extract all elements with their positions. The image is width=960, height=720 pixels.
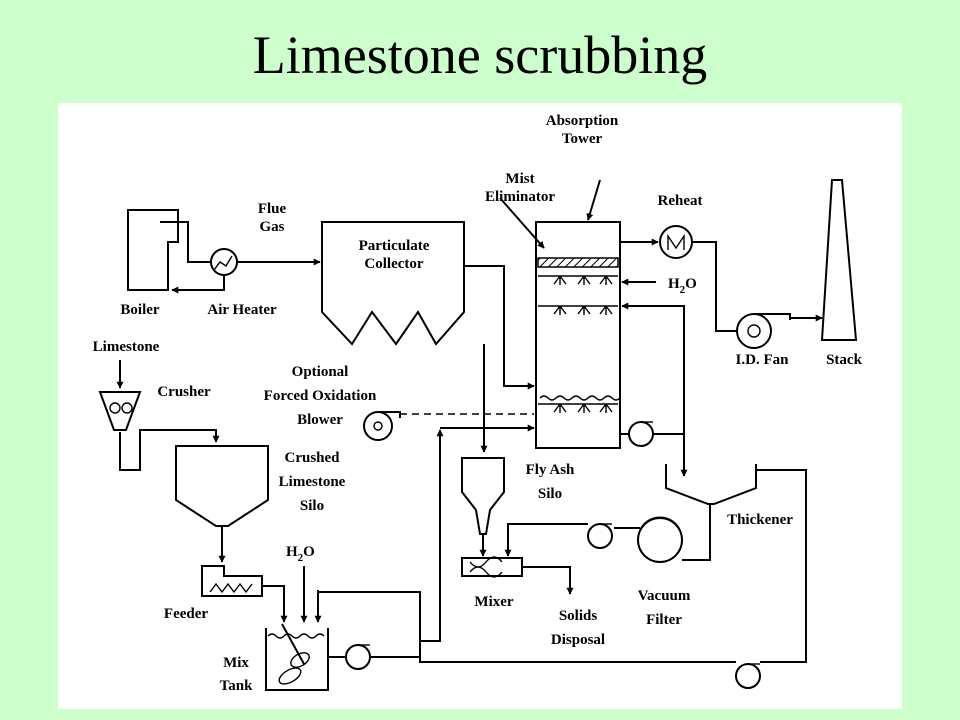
crushed-limestone-silo bbox=[175, 445, 269, 527]
vacuum-filter-label: Vacuum bbox=[638, 588, 691, 604]
mist-eliminator-label: Eliminator bbox=[485, 189, 555, 205]
stack-label: Stack bbox=[826, 352, 862, 368]
flow-line bbox=[420, 429, 444, 642]
absorption-tower-label: Tower bbox=[562, 131, 603, 147]
flue-gas-label: Flue bbox=[258, 201, 287, 217]
flow-line bbox=[187, 250, 211, 263]
fan-icon bbox=[736, 313, 791, 349]
crusher bbox=[98, 391, 142, 431]
flow-line bbox=[522, 566, 574, 595]
fan-icon bbox=[363, 411, 401, 441]
crushed-silo-label: Limestone bbox=[279, 474, 346, 490]
absorption-tower-label: Absorption bbox=[546, 113, 619, 129]
solids-disposal-label: Disposal bbox=[551, 632, 605, 648]
feeder-label: Feeder bbox=[164, 606, 208, 622]
absorption-tower bbox=[535, 221, 621, 449]
crushed-silo-label: Crushed bbox=[284, 450, 340, 466]
boiler-label: Boiler bbox=[120, 302, 159, 318]
fly-ash-silo bbox=[461, 457, 505, 535]
water-label-mix: H2O bbox=[286, 544, 315, 564]
oxidation-blower-label: Blower bbox=[297, 412, 343, 428]
mist-eliminator bbox=[537, 257, 619, 268]
particulate-collector-label: Collector bbox=[364, 256, 423, 272]
flow-line bbox=[419, 657, 736, 663]
pump-icon bbox=[628, 421, 654, 447]
oxidation-blower-label: Forced Oxidation bbox=[264, 388, 377, 404]
stack bbox=[820, 179, 858, 341]
mist-eliminator-label: Mist bbox=[505, 171, 534, 187]
flow-line bbox=[692, 241, 737, 332]
flow-line bbox=[504, 523, 588, 557]
limestone-label: Limestone bbox=[93, 339, 160, 355]
mixer-label: Mixer bbox=[474, 594, 513, 610]
heat-exchanger-icon bbox=[210, 248, 238, 276]
vacuum-filter bbox=[637, 516, 683, 563]
mix-tank bbox=[265, 623, 329, 691]
flow-line bbox=[464, 265, 535, 390]
flow-line bbox=[586, 179, 601, 221]
particulate-collector-label: Particulate bbox=[359, 238, 430, 254]
flow-line bbox=[171, 275, 225, 294]
solids-disposal-label: Solids bbox=[559, 608, 598, 624]
fly-ash-silo-label: Fly Ash bbox=[526, 462, 575, 478]
air-heater-label: Air Heater bbox=[207, 302, 277, 318]
pump-icon bbox=[587, 523, 613, 549]
feeder bbox=[201, 565, 263, 597]
water-label-tower: H2O bbox=[668, 276, 697, 296]
id-fan-label: I.D. Fan bbox=[736, 352, 790, 368]
mix-tank-label: Tank bbox=[220, 678, 253, 694]
flow-line bbox=[318, 591, 421, 658]
pump-icon bbox=[735, 663, 761, 689]
flow-line bbox=[756, 469, 807, 663]
process-flow-diagram: Absorption Tower Mist Eliminator Reheat … bbox=[93, 113, 863, 694]
boiler bbox=[127, 209, 189, 291]
crusher-label: Crusher bbox=[157, 384, 211, 400]
fly-ash-silo-label: Silo bbox=[538, 486, 562, 502]
flue-gas-label: Gas bbox=[259, 219, 284, 235]
mix-tank-label: Mix bbox=[223, 655, 249, 671]
thickener bbox=[665, 464, 757, 505]
flow-line bbox=[682, 504, 711, 561]
slide-title: Limestone scrubbing bbox=[252, 25, 708, 85]
pump-icon bbox=[345, 644, 371, 670]
flow-line bbox=[499, 197, 545, 249]
flow-line bbox=[262, 585, 288, 623]
diagram-panel: Absorption Tower Mist Eliminator Reheat … bbox=[58, 103, 902, 709]
thickener-label: Thickener bbox=[727, 512, 793, 528]
flow-line bbox=[621, 302, 685, 434]
mixer-agitator-icon bbox=[461, 556, 523, 578]
reheat-label: Reheat bbox=[658, 193, 703, 209]
crushed-silo-label: Silo bbox=[300, 498, 324, 514]
reheat-exchanger-icon bbox=[659, 225, 693, 259]
oxidation-blower-label: Optional bbox=[292, 364, 349, 380]
flow-line bbox=[119, 429, 220, 471]
vacuum-filter-label: Filter bbox=[646, 612, 682, 628]
